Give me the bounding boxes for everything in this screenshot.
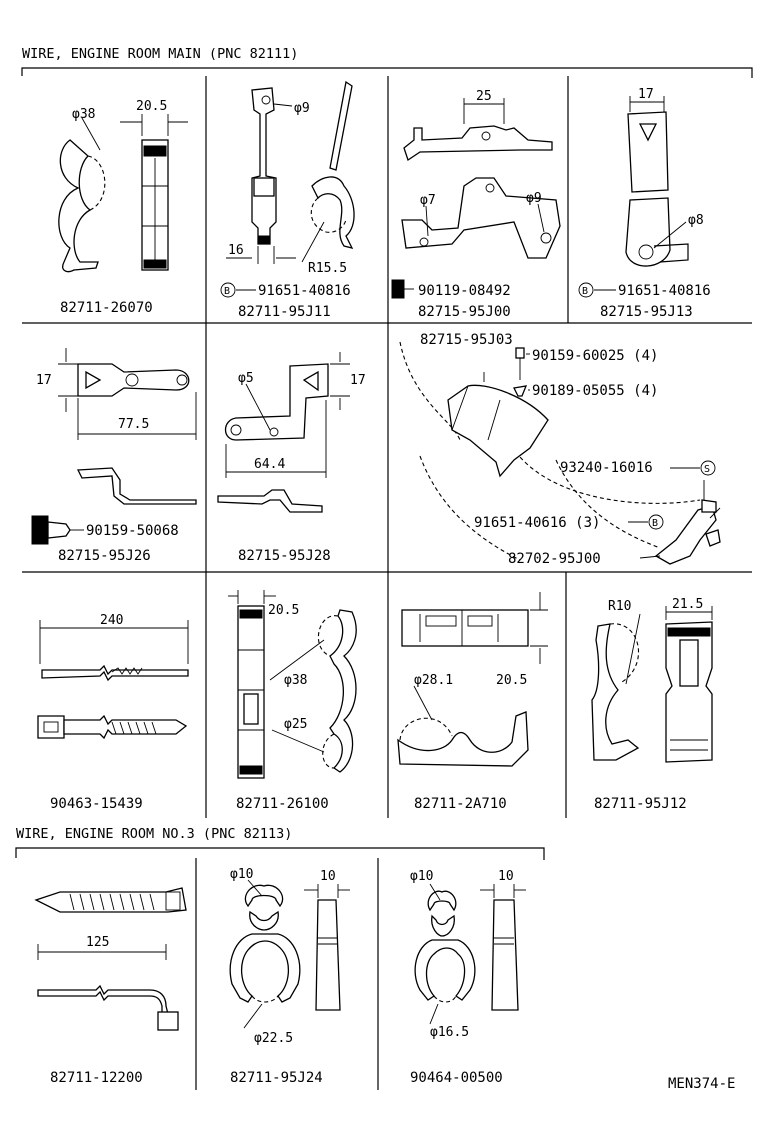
- dim-diameter-25: φ25: [284, 717, 307, 732]
- tie-band-82711-12200-drawing: [34, 887, 187, 1031]
- dim-diameter-10: φ10: [230, 867, 253, 882]
- symbol-b-circle: B: [224, 286, 230, 297]
- symbol-s-circle: S: [704, 464, 710, 475]
- sub-part-90119-08492: 90119-08492: [418, 283, 511, 299]
- assembly-82702-95j00-drawing: S B: [399, 341, 721, 565]
- part-number-82715-95j28: 82715-95J28: [238, 548, 331, 564]
- dim-width-20-5: 20.5: [136, 99, 167, 114]
- part-number-82702-95j00: 82702-95J00: [508, 551, 601, 567]
- dim-radius-10: R10: [608, 599, 631, 614]
- symbol-b-circle: B: [652, 518, 658, 529]
- dim-20-5: 20.5: [268, 603, 299, 618]
- part-number-82715-95j03: 82715-95J03: [420, 332, 513, 348]
- dim-diameter-8: φ8: [688, 213, 704, 228]
- clamp-82711-95j11-drawing: B: [220, 80, 355, 298]
- part-number-82711-12200: 82711-12200: [50, 1070, 143, 1086]
- bracket-82715-95j28-drawing: [217, 352, 350, 513]
- dim-diameter-38: φ38: [72, 107, 95, 122]
- grid-lines: [15, 67, 753, 1090]
- dim-diameter-10: φ10: [410, 869, 433, 884]
- part-number-82715-95j26: 82715-95J26: [58, 548, 151, 564]
- dim-radius-15-5: R15.5: [308, 261, 347, 276]
- bracket-82715-95j13-drawing: B: [578, 96, 689, 298]
- dim-diameter-38: φ38: [284, 673, 307, 688]
- dim-diameter-22-5: φ22.5: [254, 1031, 293, 1046]
- dim-25: 25: [476, 89, 492, 104]
- clamp-82711-2a710-drawing: [397, 592, 548, 767]
- dim-10: 10: [498, 869, 514, 884]
- part-number-82715-95j13: 82715-95J13: [600, 304, 693, 320]
- dim-diameter-5: φ5: [238, 371, 254, 386]
- sub-part-90159-50068: 90159-50068: [86, 523, 179, 539]
- part-number-82711-26100: 82711-26100: [236, 796, 329, 812]
- symbol-b-circle: B: [582, 286, 588, 297]
- part-number-82711-95j11: 82711-95J11: [238, 304, 331, 320]
- clamp-82711-26070-drawing: [58, 114, 188, 273]
- dim-125: 125: [86, 935, 109, 950]
- dim-64-4: 64.4: [254, 457, 285, 472]
- clamp-82711-26100-drawing: [228, 590, 357, 779]
- dim-diameter-28-1: φ28.1: [414, 673, 453, 688]
- part-number-90464-00500: 90464-00500: [410, 1070, 503, 1086]
- dim-77-5: 77.5: [118, 417, 149, 432]
- clamp-90464-00500-drawing: [414, 883, 526, 1025]
- part-number-82711-95j24: 82711-95J24: [230, 1070, 323, 1086]
- dim-diameter-9: φ9: [294, 101, 310, 116]
- sub-part-93240-16016: 93240-16016: [560, 460, 653, 476]
- dim-17: 17: [638, 87, 654, 102]
- dim-21-5: 21.5: [672, 597, 703, 612]
- dim-240: 240: [100, 613, 123, 628]
- clamp-82711-95j24-drawing: [229, 879, 350, 1029]
- dim-16: 16: [228, 243, 244, 258]
- section-title-engine-room-main: WIRE, ENGINE ROOM MAIN (PNC 82111): [22, 46, 298, 62]
- sub-part-91651-40616: 91651-40616 (3): [474, 515, 600, 531]
- dim-20-5: 20.5: [496, 673, 527, 688]
- part-number-82711-95j12: 82711-95J12: [594, 796, 687, 812]
- section-title-engine-room-no3: WIRE, ENGINE ROOM NO.3 (PNC 82113): [16, 826, 292, 842]
- dim-17: 17: [350, 373, 366, 388]
- sub-part-90159-60025: 90159-60025 (4): [532, 348, 658, 364]
- tie-band-90463-15439-drawing: [37, 620, 189, 740]
- sub-part-91651-40816: 91651-40816: [258, 283, 351, 299]
- bracket-82715-95j26-drawing: [31, 348, 197, 545]
- part-number-90463-15439: 90463-15439: [50, 796, 143, 812]
- dim-10: 10: [320, 869, 336, 884]
- dim-17: 17: [36, 373, 52, 388]
- part-number-82711-26070: 82711-26070: [60, 300, 153, 316]
- dim-diameter-9: φ9: [526, 191, 542, 206]
- dim-diameter-7: φ7: [420, 193, 436, 208]
- dim-diameter-16-5: φ16.5: [430, 1025, 469, 1040]
- part-number-82715-95j00: 82715-95J00: [418, 304, 511, 320]
- clamp-82711-95j12-drawing: [591, 606, 713, 763]
- bracket-82715-95j00-drawing: [391, 98, 561, 299]
- sub-part-90189-05055: 90189-05055 (4): [532, 383, 658, 399]
- sub-part-91651-40816: 91651-40816: [618, 283, 711, 299]
- part-number-82711-2a710: 82711-2A710: [414, 796, 507, 812]
- figure-code: MEN374-E: [668, 1076, 735, 1092]
